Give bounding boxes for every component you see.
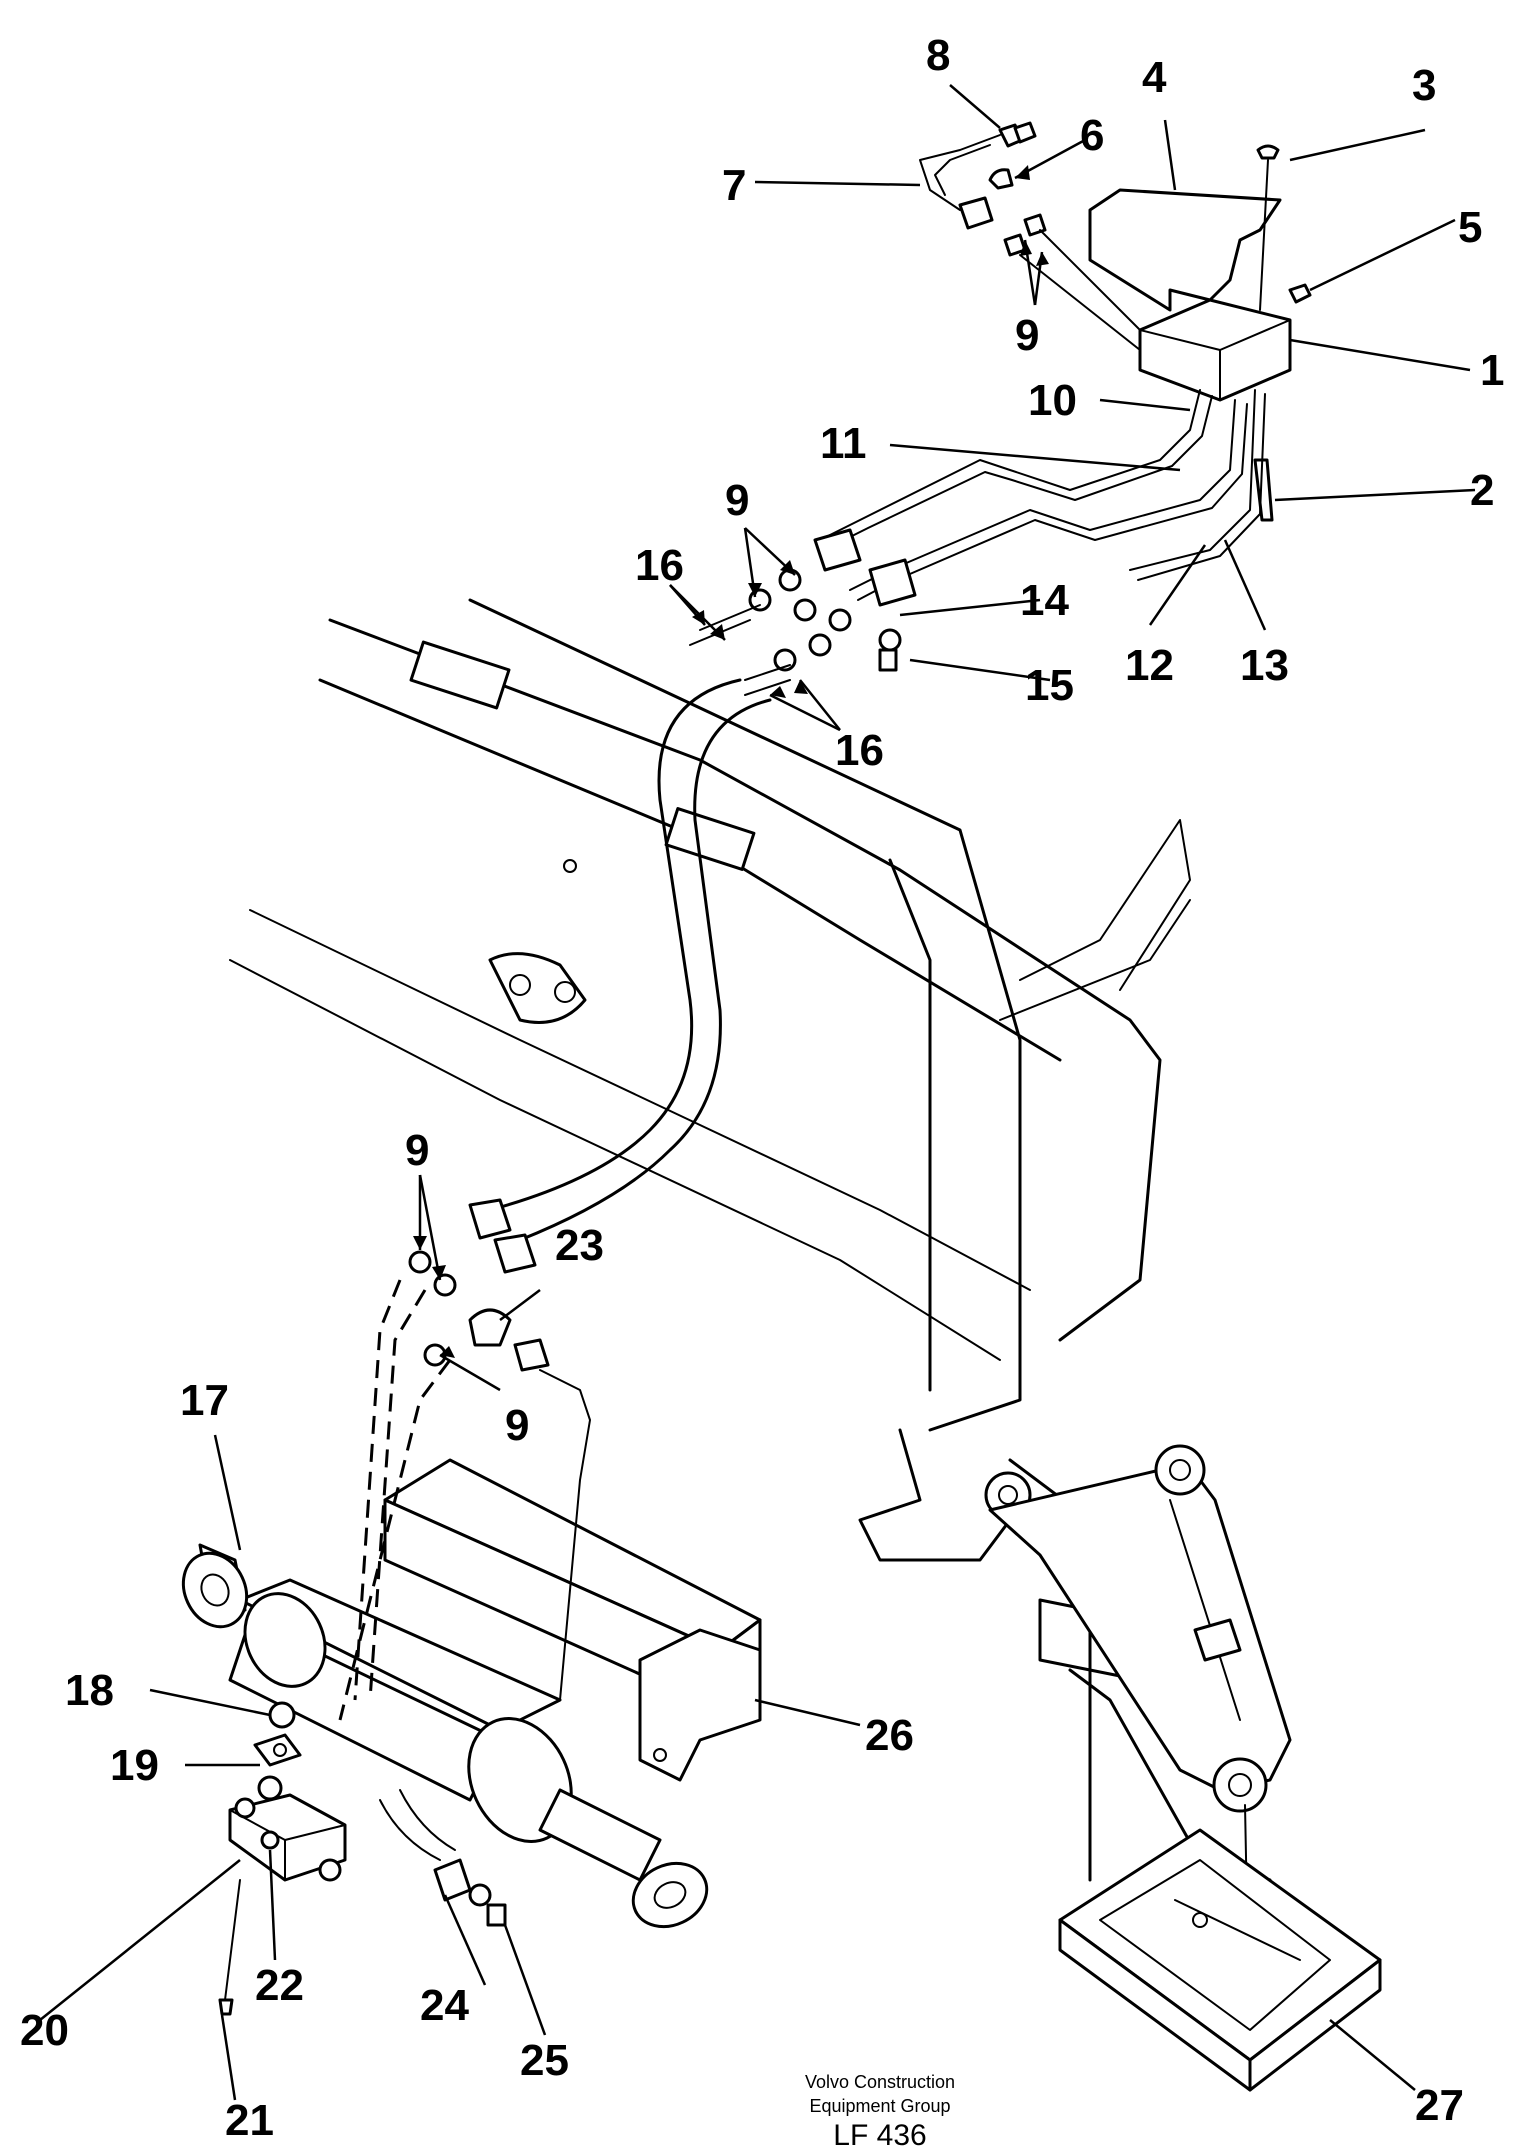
callout-11: 11 <box>820 419 867 468</box>
hydraulic-pipes <box>819 389 1266 601</box>
hydraulic-cylinder <box>181 1458 762 1929</box>
callout-24: 24 <box>420 1981 469 2030</box>
leader-lines <box>39 84 1476 2101</box>
bottom-pad <box>1058 1828 1382 2092</box>
small-valve-block <box>218 1701 347 2016</box>
callout-9-top: 9 <box>1015 311 1039 360</box>
callout-4: 4 <box>1142 53 1167 102</box>
callout-1: 1 <box>1480 346 1504 395</box>
callout-15: 15 <box>1025 661 1074 710</box>
callout-12: 12 <box>1125 641 1174 690</box>
top-left-pipe <box>919 121 1141 351</box>
footer-company: Volvo Construction Equipment Group <box>760 2070 1000 2118</box>
callout-16-upper: 16 <box>635 541 684 590</box>
callout-3: 3 <box>1412 61 1436 110</box>
valve-block-assembly <box>1088 144 1312 522</box>
callout-21: 21 <box>225 2096 274 2144</box>
footer-drawing-code: LF 436 <box>833 2119 927 2152</box>
callout-9-bottom: 9 <box>505 1401 529 1450</box>
callout-27: 27 <box>1415 2081 1464 2130</box>
footer-company-line2: Equipment Group <box>809 2096 951 2116</box>
callout-numbers: 1 2 3 4 5 6 7 8 9 9 9 9 10 11 12 13 14 1… <box>20 31 1504 2144</box>
callout-19: 19 <box>110 1741 159 1790</box>
long-hoses <box>338 678 772 1861</box>
callout-16-lower: 16 <box>835 726 884 775</box>
callout-13: 13 <box>1240 641 1289 690</box>
callout-6: 6 <box>1080 111 1104 160</box>
callout-8: 8 <box>926 31 950 80</box>
callout-14: 14 <box>1020 576 1069 625</box>
callout-18: 18 <box>65 1666 114 1715</box>
callout-26: 26 <box>865 1711 914 1760</box>
mid-fittings <box>689 528 917 696</box>
callout-20: 20 <box>20 2006 69 2055</box>
callout-10: 10 <box>1028 376 1077 425</box>
callout-17: 17 <box>180 1376 229 1425</box>
callout-7: 7 <box>722 161 746 210</box>
callout-22: 22 <box>255 1961 304 2010</box>
callout-25: 25 <box>520 2036 569 2085</box>
footer-company-line1: Volvo Construction <box>804 2072 956 2092</box>
callout-5: 5 <box>1458 203 1482 252</box>
lower-fittings <box>408 1198 550 1927</box>
callout-2: 2 <box>1470 466 1494 515</box>
callout-9-lower: 9 <box>405 1126 429 1175</box>
callout-9-mid: 9 <box>725 476 749 525</box>
callout-23: 23 <box>555 1221 604 1270</box>
